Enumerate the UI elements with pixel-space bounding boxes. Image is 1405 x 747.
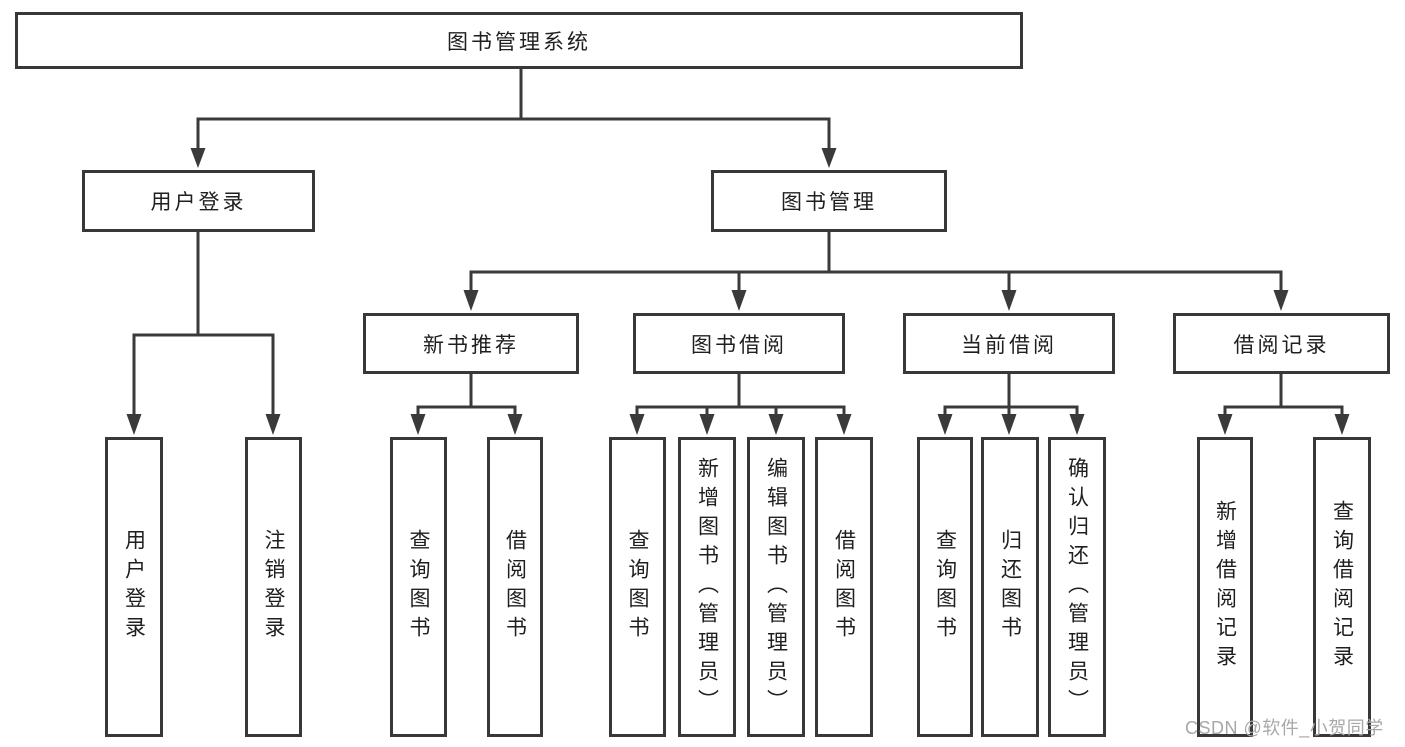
leaf-return-book-label: 归还图书 [998,529,1022,645]
node-user-login: 用户登录 [82,170,315,232]
leaf-query-books-recommend: 查询图书 [390,437,447,737]
node-borrow-records-label: 借阅记录 [1233,333,1330,357]
leaf-logout: 注销登录 [245,437,302,737]
leaf-confirm-return-admin-label: 确认归还（管理员） [1065,456,1089,718]
leaf-user-login-label: 用户登录 [122,529,146,645]
leaf-user-login: 用户登录 [105,437,163,737]
leaf-add-book-admin-label: 新增图书（管理员） [695,456,719,718]
node-book-borrow: 图书借阅 [633,313,845,374]
node-new-book-recommend-label: 新书推荐 [423,333,519,357]
leaf-edit-book-admin: 编辑图书（管理员） [747,437,805,737]
leaf-confirm-return-admin: 确认归还（管理员） [1048,437,1106,737]
node-book-management-label: 图书管理 [781,191,877,214]
connector-user-login-to-leaves [126,232,281,435]
leaf-query-books-current-label: 查询图书 [933,529,957,645]
node-system-root-label: 图书管理系统 [447,30,591,54]
node-user-login-label: 用户登录 [150,191,247,214]
connector-root-to-level2 [190,69,837,168]
leaf-edit-book-admin-label: 编辑图书（管理员） [764,456,788,718]
watermark: CSDN @软件_小贺同学 [1185,718,1384,738]
leaf-query-borrow-record-label: 查询借阅记录 [1330,500,1354,674]
connector-book-mgmt-to-level3 [463,232,1289,311]
node-new-book-recommend: 新书推荐 [363,313,579,374]
node-current-borrow-label: 当前借阅 [961,333,1057,357]
leaf-query-books-borrow-label: 查询图书 [626,529,649,645]
leaf-query-books-recommend-label: 查询图书 [407,529,430,645]
connector-borrow-record-to-leaves [1217,374,1350,435]
leaf-borrow-books: 借阅图书 [815,437,873,737]
leaf-add-book-admin: 新增图书（管理员） [678,437,736,737]
connector-book-borrow-to-leaves [629,374,852,435]
connector-current-borrow-to-leaves [937,374,1085,435]
node-current-borrow: 当前借阅 [903,313,1115,374]
leaf-query-books-current: 查询图书 [917,437,973,737]
leaf-logout-label: 注销登录 [262,529,285,645]
node-system-root: 图书管理系统 [15,12,1023,69]
leaf-add-borrow-record: 新增借阅记录 [1197,437,1253,737]
leaf-borrow-books-recommend-label: 借阅图书 [503,529,527,645]
leaf-add-borrow-record-label: 新增借阅记录 [1213,500,1237,674]
leaf-query-borrow-record: 查询借阅记录 [1313,437,1371,737]
connector-new-book-to-leaves [410,374,523,435]
leaf-borrow-books-recommend: 借阅图书 [487,437,543,737]
leaf-return-book: 归还图书 [981,437,1039,737]
node-book-borrow-label: 图书借阅 [691,333,787,357]
leaf-borrow-books-label: 借阅图书 [832,529,856,645]
node-borrow-records: 借阅记录 [1173,313,1390,374]
node-book-management: 图书管理 [711,170,947,232]
leaf-query-books-borrow: 查询图书 [609,437,666,737]
